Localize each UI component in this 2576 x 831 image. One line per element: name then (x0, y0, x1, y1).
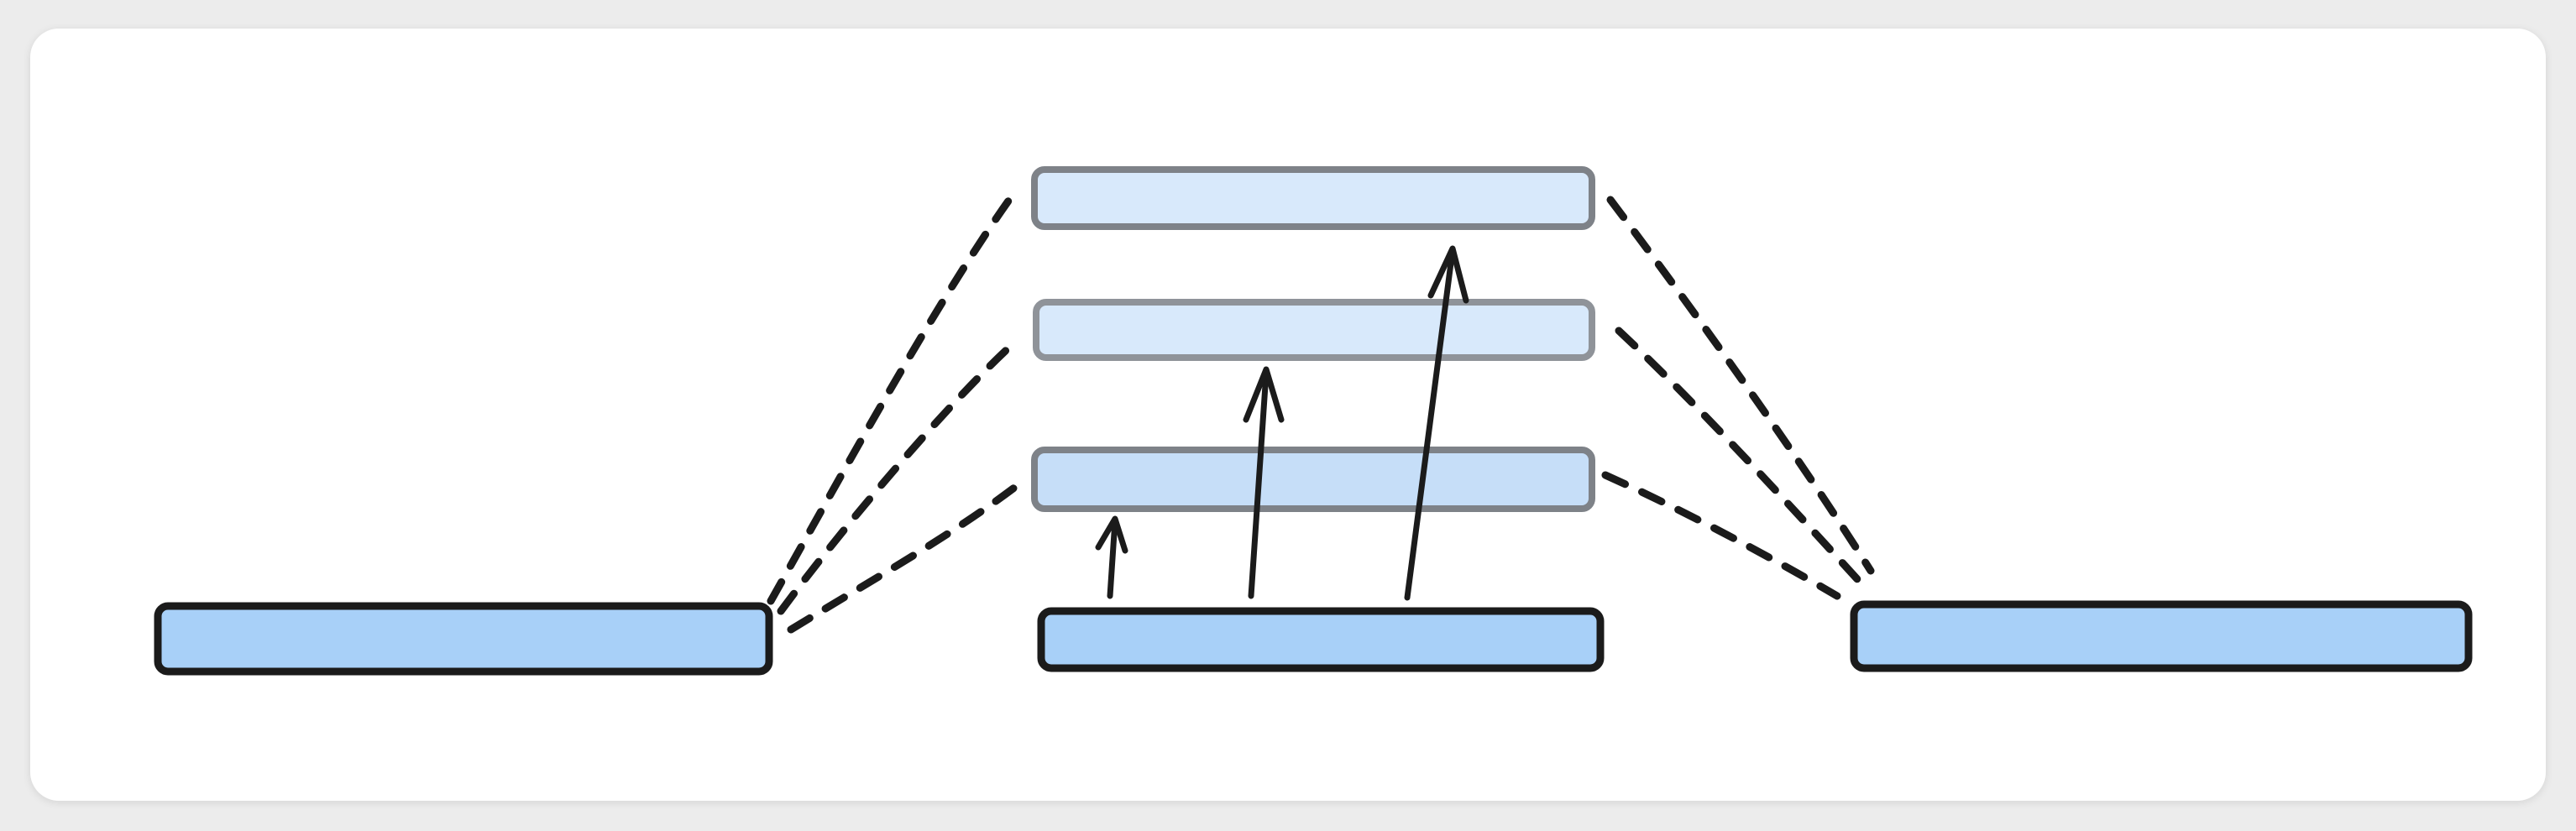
center-level-3-bar (1031, 166, 1595, 230)
center-bottom-bar (1037, 607, 1605, 672)
dashed-level-2-to-right (1615, 327, 1861, 583)
center-level-1-bar (1031, 447, 1595, 512)
dashed-connectors-right (1601, 196, 1875, 600)
arrows (1095, 245, 1469, 601)
dashed-left-to-level-2 (777, 340, 1017, 615)
arrow-to-level-1 (1095, 515, 1128, 599)
arrow-head (1243, 366, 1285, 423)
left-bar (154, 602, 773, 676)
arrow-head (1427, 245, 1469, 304)
arrow-to-level-3 (1404, 245, 1469, 601)
arrow-shaft (1404, 247, 1456, 601)
right-bar (1850, 600, 2473, 672)
dashed-level-1-to-right (1601, 471, 1841, 600)
arrow-to-level-2 (1243, 366, 1285, 599)
dashed-level-3-to-right (1606, 196, 1875, 575)
arrow-shaft (1248, 369, 1270, 599)
arrow-shaft (1107, 517, 1118, 599)
dashed-connectors-left (767, 184, 1022, 634)
dashed-left-to-level-3 (767, 184, 1022, 605)
dashed-left-to-level-1 (787, 481, 1022, 634)
center-level-2-bar (1033, 299, 1595, 361)
arrow-head (1095, 515, 1128, 554)
